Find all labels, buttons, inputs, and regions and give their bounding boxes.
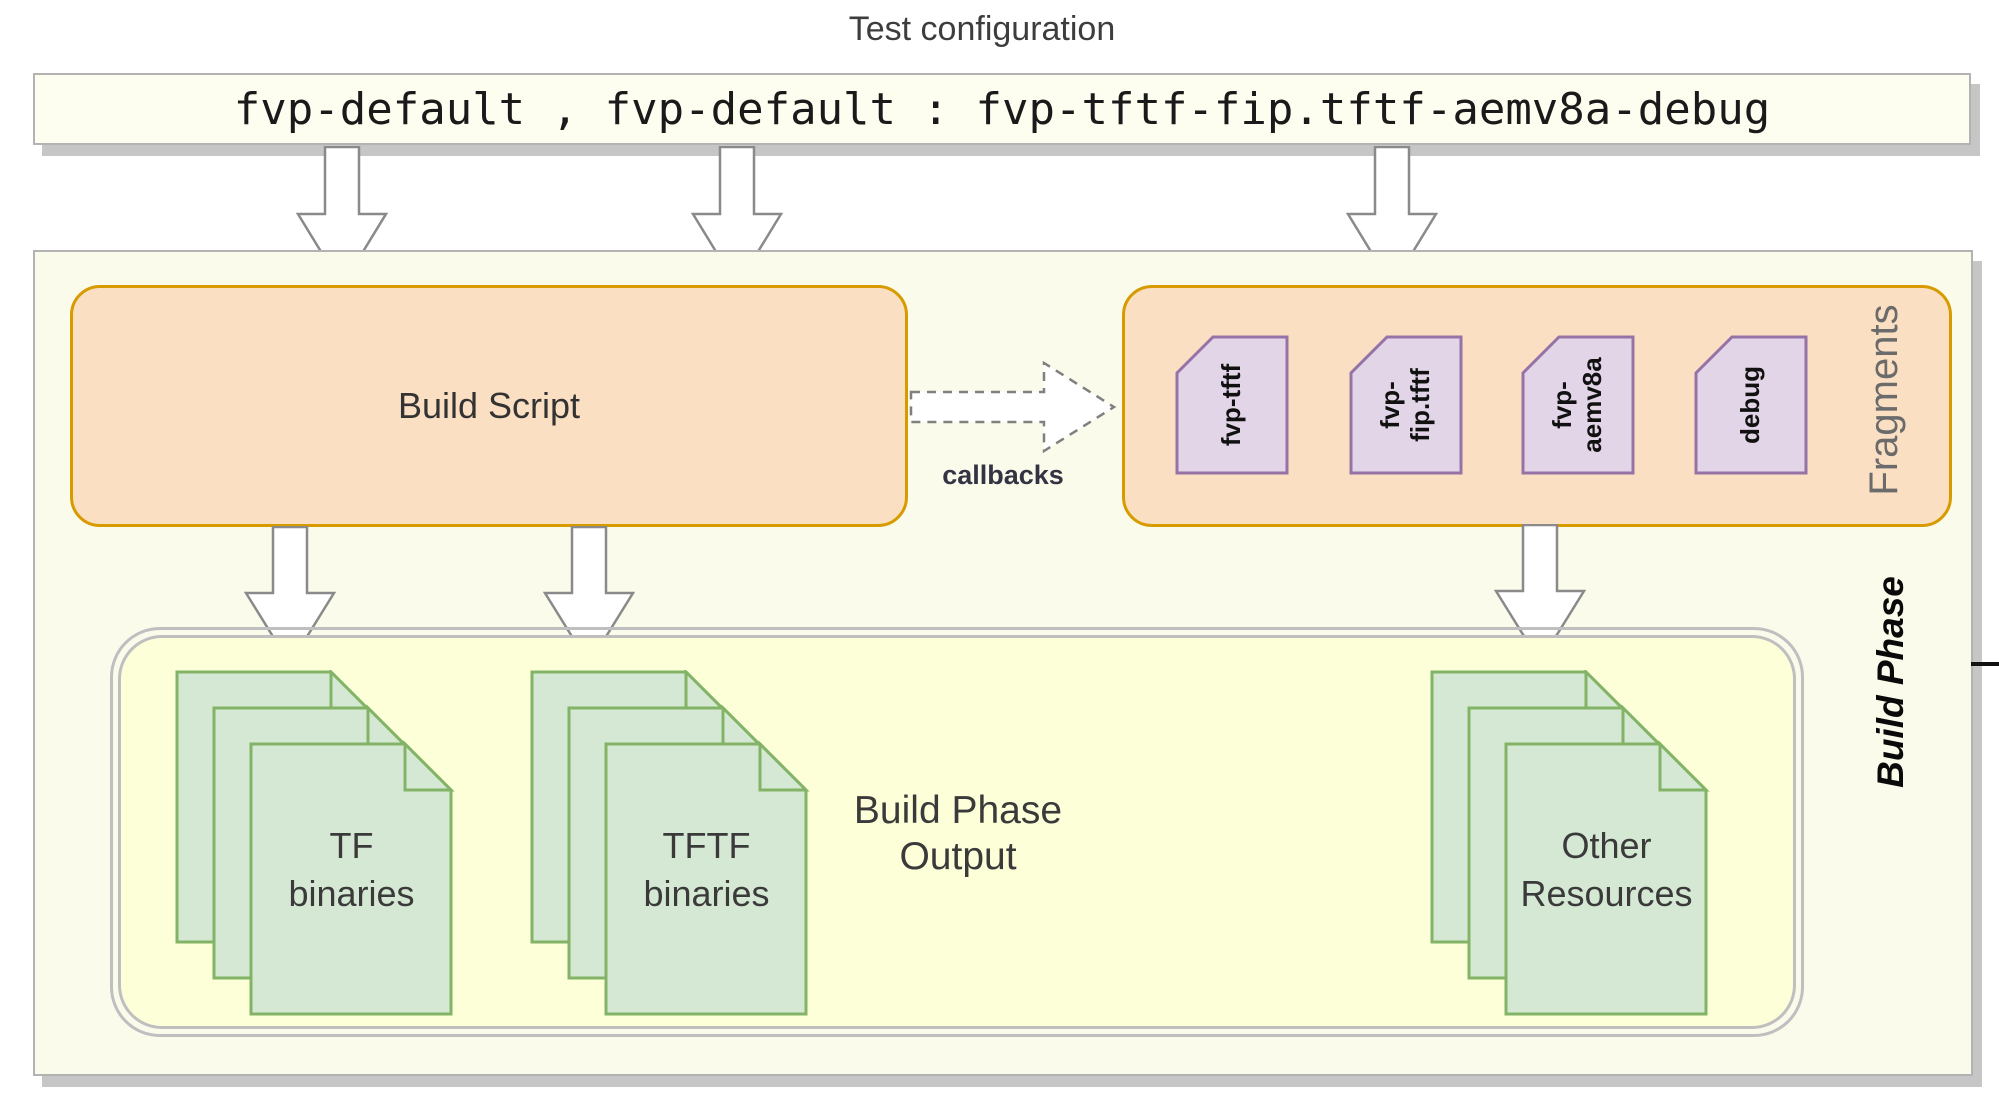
fragments-title: Fragments	[1861, 304, 1906, 496]
fragment-card-icon	[1175, 335, 1289, 475]
fragment-label: fvp- aemv8a	[1547, 357, 1607, 453]
document-stack-icon	[1430, 670, 1710, 1016]
connector-stub	[1971, 662, 1999, 666]
fragment-card-icon	[1521, 335, 1635, 475]
document-stack-icon	[175, 670, 455, 1016]
document-stack-icon	[530, 670, 810, 1016]
build-phase-output-label: Build Phase Output	[853, 789, 1063, 879]
build-script-label: Build Script	[397, 385, 581, 426]
build-script-box: Build Script	[70, 285, 908, 527]
callbacks-arrow-icon	[909, 360, 1117, 454]
callbacks-label: callbacks	[942, 460, 1064, 490]
stack-label: Other Resources	[1520, 825, 1693, 914]
test-configuration-text: fvp-default , fvp-default : fvp-tftf-fip…	[233, 83, 1771, 135]
fragment-card-icon	[1694, 335, 1808, 475]
stack-label: TF binaries	[288, 825, 415, 914]
page-title: Test configuration	[848, 10, 1116, 48]
down-arrow-icon	[1494, 524, 1586, 664]
fragment-label: fvp- fip.tftf	[1375, 368, 1435, 442]
build-phase-label: Build Phase	[1870, 576, 1911, 788]
stack-label: TFTF binaries	[643, 825, 770, 914]
test-configuration-box: fvp-default , fvp-default : fvp-tftf-fip…	[33, 73, 1971, 145]
fragment-card-icon	[1349, 335, 1463, 475]
fragment-label: debug	[1735, 366, 1766, 444]
fragment-label: fvp-tftf	[1216, 363, 1247, 447]
